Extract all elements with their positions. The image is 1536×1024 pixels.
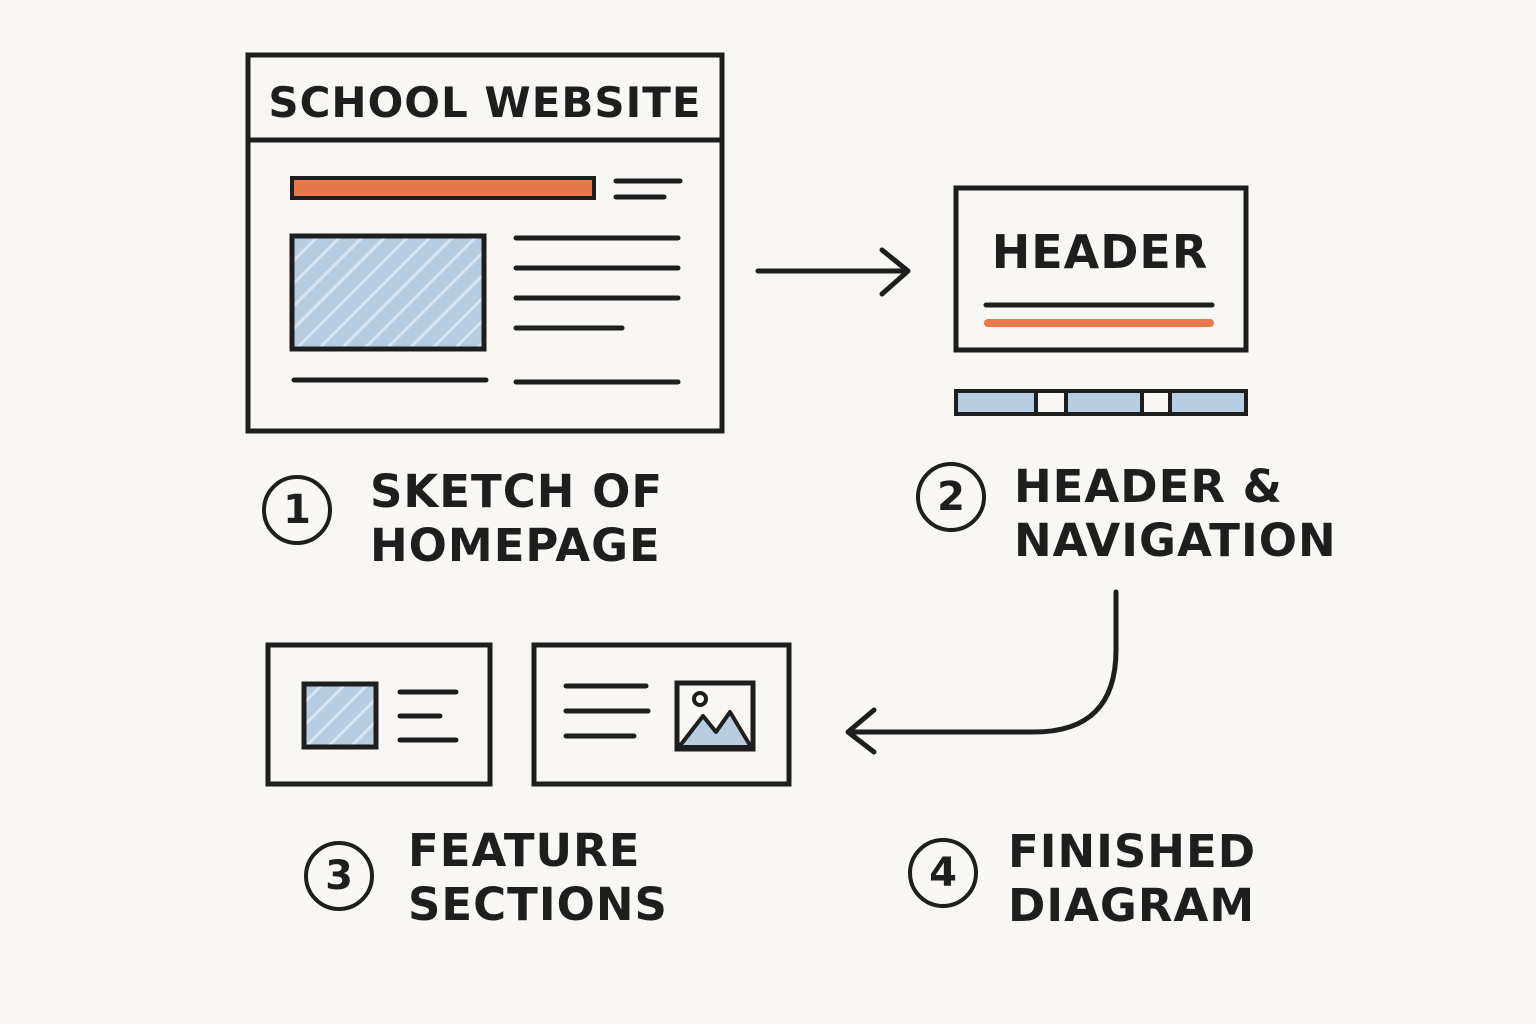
- step-label-2: HEADER & NAVIGATION: [1014, 460, 1337, 568]
- homepage-top-bar: [290, 176, 596, 200]
- step-label-1: SKETCH OF HOMEPAGE: [370, 465, 663, 573]
- feature-section-left: [265, 642, 493, 787]
- step-label-1-line1: SKETCH OF: [370, 465, 664, 518]
- homepage-image-placeholder: [289, 233, 487, 352]
- homepage-sketch: SCHOOL WEBSITE: [245, 52, 725, 434]
- step-label-2-line2: NAVIGATION: [1014, 514, 1337, 567]
- step-number-2: 2: [916, 462, 986, 532]
- header-card-sketch: HEADER: [953, 185, 1249, 353]
- feature-section-right: [531, 642, 792, 787]
- feature-card-frame: [265, 642, 493, 787]
- step-label-2-line1: HEADER &: [1014, 460, 1283, 513]
- step-label-4-line2: DIAGRAM: [1008, 879, 1256, 932]
- navigation-bar-sketch: [954, 389, 1248, 416]
- step-number-1: 1: [262, 475, 332, 545]
- nav-bar-gap: [1140, 389, 1172, 416]
- nav-bar-frame: [954, 389, 1248, 416]
- step-number-4: 4: [908, 838, 978, 908]
- step-label-4: FINISHED DIAGRAM: [1008, 825, 1256, 933]
- header-card-frame: [953, 185, 1249, 353]
- step-number-3: 3: [304, 841, 374, 911]
- image-icon: [674, 680, 756, 752]
- homepage-frame: [245, 52, 725, 434]
- step-label-1-line2: HOMEPAGE: [370, 519, 661, 572]
- step-label-3-line1: FEATURE: [408, 824, 641, 877]
- feature-card-frame: [531, 642, 792, 787]
- step-label-3: FEATURE SECTIONS: [408, 824, 668, 932]
- arrow-right: [755, 247, 911, 297]
- feature-image-placeholder: [301, 681, 379, 750]
- step-label-3-line2: SECTIONS: [408, 878, 668, 931]
- step-label-4-line1: FINISHED: [1008, 825, 1257, 878]
- header-card-title: HEADER: [992, 225, 1209, 279]
- arrow-curved-left: [845, 589, 1119, 755]
- nav-bar-gap: [1034, 389, 1068, 416]
- homepage-title: SCHOOL WEBSITE: [268, 78, 701, 127]
